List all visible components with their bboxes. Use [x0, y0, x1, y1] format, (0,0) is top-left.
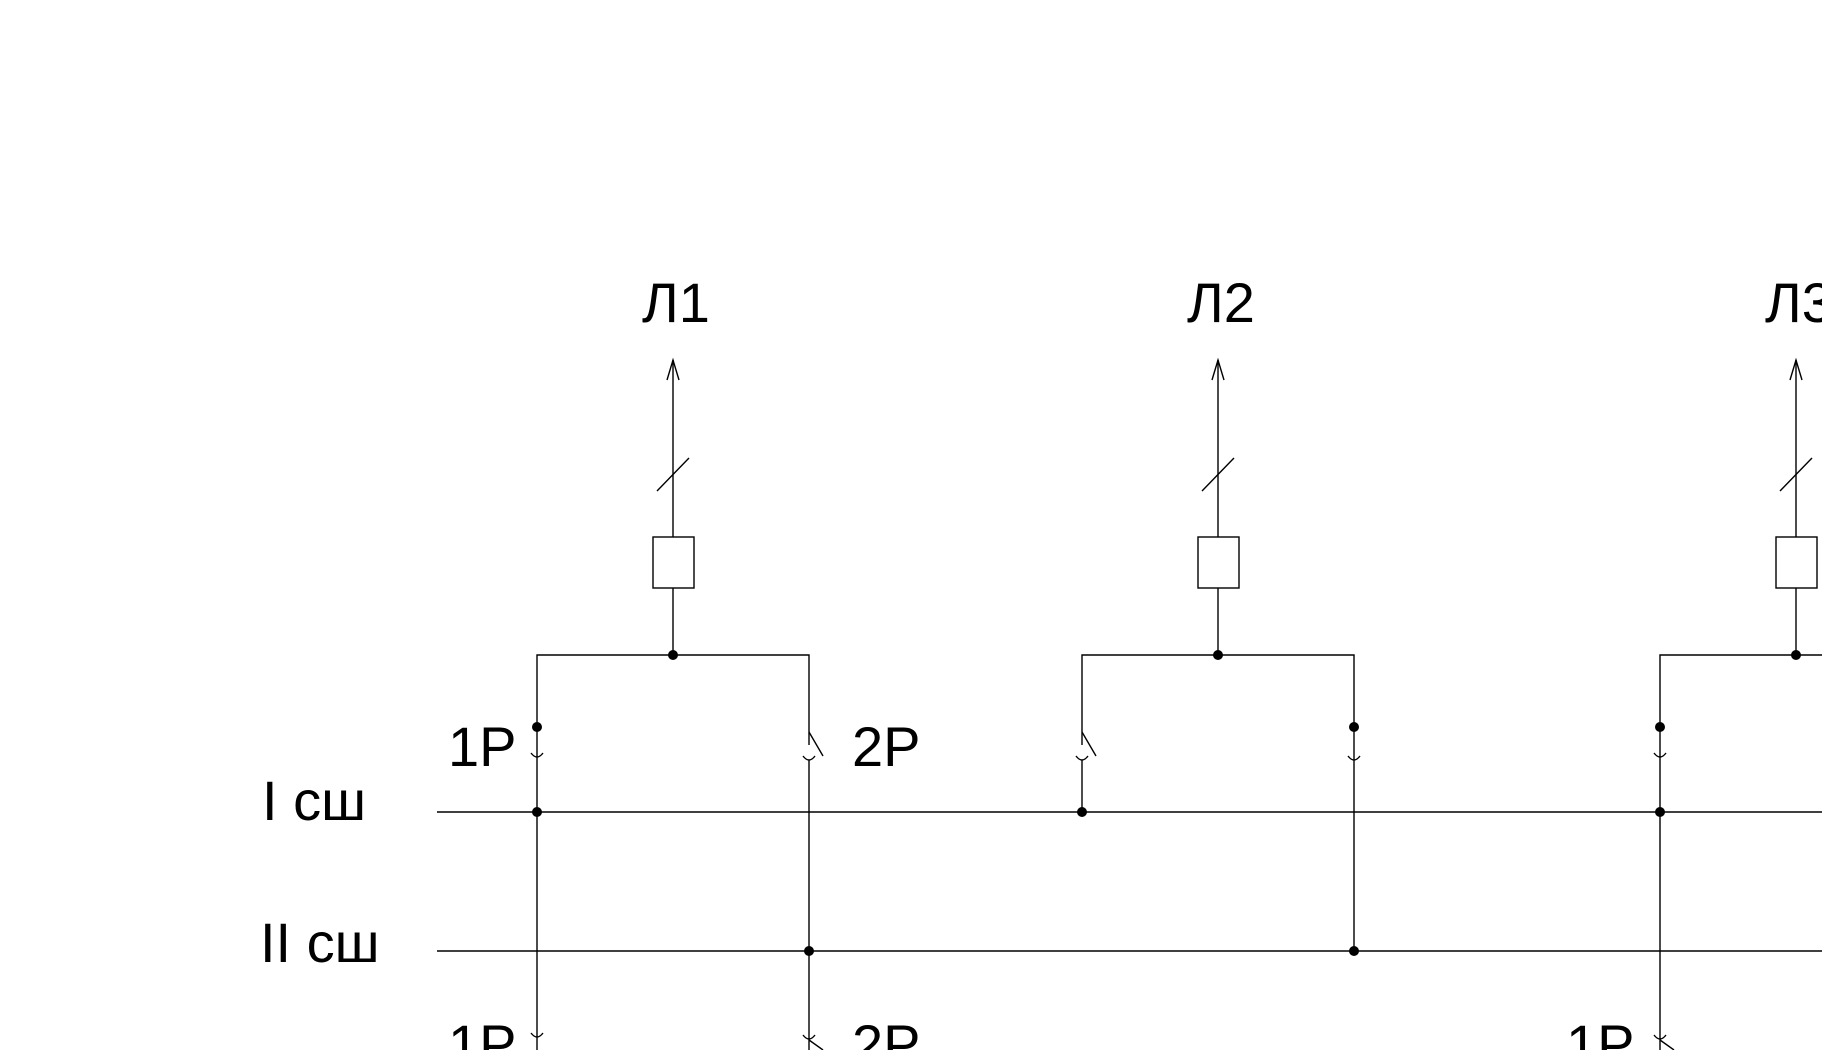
feeder-l1-2p-bottom-label: 2Р [852, 1013, 921, 1050]
feeder-l2-arrow-head [1211, 357, 1225, 381]
feeder-l1-2p-label: 2Р [852, 715, 921, 778]
feeder-l1-breaker [652, 536, 695, 589]
bus1-label: I сш [262, 769, 366, 832]
feeder-l3-disconnector-1 [1653, 752, 1667, 758]
feeder-l3-ct-tick [1779, 457, 1813, 492]
feeder-l1-1p-label: 1Р [448, 715, 517, 778]
feeder-l1-2p-disconnector-blade [808, 731, 824, 757]
feeder-l2: Л2 [1075, 271, 1361, 956]
feeder-l2-label: Л2 [1187, 271, 1255, 334]
feeder-l2-breaker [1197, 536, 1240, 589]
bus2-label: II сш [260, 911, 380, 974]
feeder-l1-2p-disconnector [802, 755, 816, 761]
feeder-l3-label: Л3 [1765, 271, 1822, 334]
feeder-l2-disconnector-2 [1347, 755, 1361, 761]
feeder-l3-1p-bottom-label: 1Р [1566, 1013, 1635, 1050]
feeder-l2-disconnector-1 [1075, 755, 1089, 761]
feeder-l1-arrow-head [666, 357, 680, 381]
feeder-l1-ct-tick [656, 457, 690, 492]
feeder-l1-label: Л1 [642, 271, 710, 334]
feeder-l3-breaker [1775, 536, 1818, 589]
feeder-l2-ct-tick [1201, 457, 1235, 492]
feeder-l1-1p-disconnector [530, 752, 544, 758]
feeder-l1: Л1 1Р 2Р 1Р 2Р [448, 271, 921, 1050]
feeder-l3-arrow-head [1789, 357, 1803, 381]
feeder-l2-disconnector-blade [1081, 731, 1097, 757]
feeder-l3: Л3 1Р [1566, 271, 1822, 1050]
feeder-l1-1p-bottom-label: 1Р [448, 1013, 517, 1050]
